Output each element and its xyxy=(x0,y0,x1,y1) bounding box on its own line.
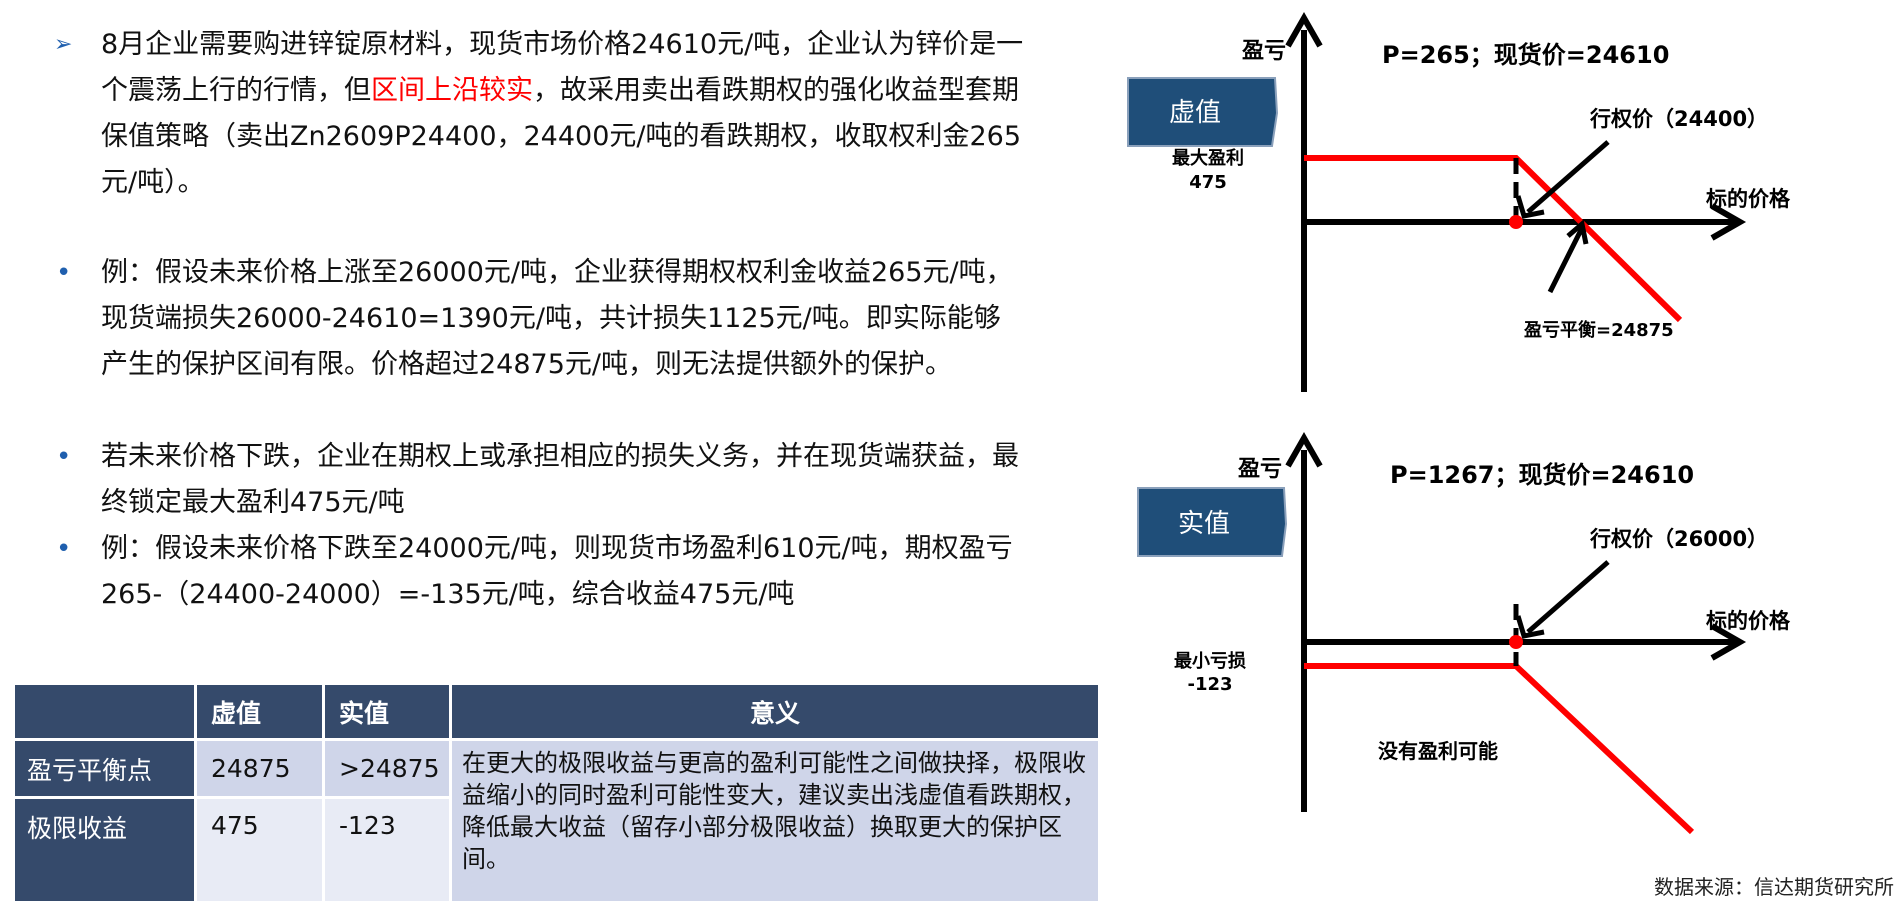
tag-arrow-shape xyxy=(1137,487,1288,557)
max-profit-label: 最大盈利 xyxy=(1172,147,1244,169)
y-axis-label: 盈亏 xyxy=(1237,457,1282,482)
strike-point xyxy=(1509,635,1523,649)
table-row: 盈亏平衡点 24875 >24875 在更大的极限收益与更高的盈利可能性之间做抉… xyxy=(12,738,1101,904)
dot-bullet-icon: • xyxy=(56,534,72,564)
table-header-cell xyxy=(12,682,197,741)
max-profit-value: 475 xyxy=(1189,172,1227,193)
table-cell: >24875 xyxy=(322,738,452,799)
x-axis-arrowhead xyxy=(1710,203,1747,241)
tag-label: 虚值 xyxy=(1169,98,1221,128)
payoff-line xyxy=(1304,155,1683,323)
strike-pointer-arrowhead xyxy=(1515,195,1545,219)
strike-pointer-arrow xyxy=(1526,560,1610,634)
diagram-title: P=1267；现货价=24610 xyxy=(1390,461,1694,489)
bullet-text: 若未来价格下跌，企业在期权上或承担相应的损失义务，并在现货端获益，最终锁定最大盈… xyxy=(101,441,1019,518)
table-cell: 475 xyxy=(194,796,325,904)
bullet-text: 8月企业需要购进锌锭原材料，现货市场价格24610元/吨，企业认为锌价是一个震荡… xyxy=(101,29,1024,106)
bullet-item: • 例：假设未来价格下跌至24000元/吨，则现货市场盈利610元/吨，期权盈亏… xyxy=(54,526,1024,618)
table-cell: -123 xyxy=(322,796,452,904)
strike-label: 行权价（24400） xyxy=(1589,107,1768,131)
otm-payoff-diagram: 虚值 盈亏 P=265；现货价=24610 行权价（24400） 最大盈利 47… xyxy=(1127,11,1791,392)
data-source: 数据来源：信达期货研究所 xyxy=(1654,875,1894,899)
bullet-item: • 若未来价格下跌，企业在期权上或承担相应的损失义务，并在现货端获益，最终锁定最… xyxy=(54,434,1024,526)
x-axis-arrowhead xyxy=(1710,623,1747,661)
tag-label: 实值 xyxy=(1178,509,1230,539)
breakeven-pointer-arrow xyxy=(1547,226,1585,294)
breakeven-label: 盈亏平衡=24875 xyxy=(1523,319,1674,341)
itm-payoff-diagram: 实值 盈亏 P=1267；现货价=24610 行权价（26000） 最小亏损 -… xyxy=(1137,431,1791,835)
bullet-text: 例：假设未来价格下跌至24000元/吨，则现货市场盈利610元/吨，期权盈亏26… xyxy=(101,533,1013,610)
tag-arrow-shape xyxy=(1127,77,1279,147)
strike-pointer-arrowhead xyxy=(1515,615,1545,639)
otm-tag: 虚值 xyxy=(1127,77,1279,147)
y-axis-arrowhead xyxy=(1285,431,1323,468)
x-axis-label: 标的价格 xyxy=(1706,187,1791,211)
min-loss-label: 最小亏损 xyxy=(1174,650,1246,672)
dot-bullet-icon: • xyxy=(56,442,72,472)
strike-pointer-arrow xyxy=(1526,140,1610,214)
table-header-cell: 虚值 xyxy=(194,682,325,741)
dot-bullet-icon: • xyxy=(56,258,72,288)
breakeven-pointer-arrowhead xyxy=(1566,219,1589,245)
bullet-item: ➢ 8月企业需要购进锌锭原材料，现货市场价格24610元/吨，企业认为锌价是一个… xyxy=(54,22,1024,206)
row-label: 盈亏平衡点 xyxy=(12,738,197,799)
table-cell: 24875 xyxy=(194,738,325,799)
y-axis-label: 盈亏 xyxy=(1241,39,1286,64)
bullet-text: 例：假设未来价格上涨至26000元/吨，企业获得期权权利金收益265元/吨，现货… xyxy=(101,257,1013,380)
strike-point xyxy=(1509,215,1523,229)
table-header-cell: 实值 xyxy=(322,682,452,741)
arrow-bullet-icon: ➢ xyxy=(54,32,73,57)
meaning-cell: 在更大的极限收益与更高的盈利可能性之间做抉择，极限收益缩小的同时盈利可能性变大，… xyxy=(449,738,1101,904)
strike-label: 行权价（26000） xyxy=(1589,527,1768,551)
itm-tag: 实值 xyxy=(1137,487,1288,557)
bullet-list: ➢ 8月企业需要购进锌锭原材料，现货市场价格24610元/吨，企业认为锌价是一个… xyxy=(54,22,1024,618)
table-row: 极限收益 475 -123 xyxy=(12,796,1100,904)
table-header-row: 虚值 实值 意义 xyxy=(12,682,1101,741)
bullet-text: ，故采用卖出看跌期权的强化收益型套期保值策略（卖出Zn2609P24400，24… xyxy=(101,75,1022,198)
bullet-highlight: 区间上沿较实 xyxy=(371,75,533,106)
no-profit-note: 没有盈利可能 xyxy=(1378,739,1498,763)
payoff-line xyxy=(1304,663,1695,835)
y-axis-arrowhead xyxy=(1285,11,1323,48)
min-loss-value: -123 xyxy=(1187,674,1232,695)
row-label: 极限收益 xyxy=(12,796,197,904)
comparison-table: 虚值 实值 意义 盈亏平衡点 24875 >24875 在更大的极限收益与更高的… xyxy=(12,682,1101,904)
x-axis-label: 标的价格 xyxy=(1706,609,1791,633)
bullet-item: • 例：假设未来价格上涨至26000元/吨，企业获得期权权利金收益265元/吨，… xyxy=(54,250,1024,388)
table-header-cell: 意义 xyxy=(449,682,1101,741)
diagram-title: P=265；现货价=24610 xyxy=(1382,41,1669,69)
